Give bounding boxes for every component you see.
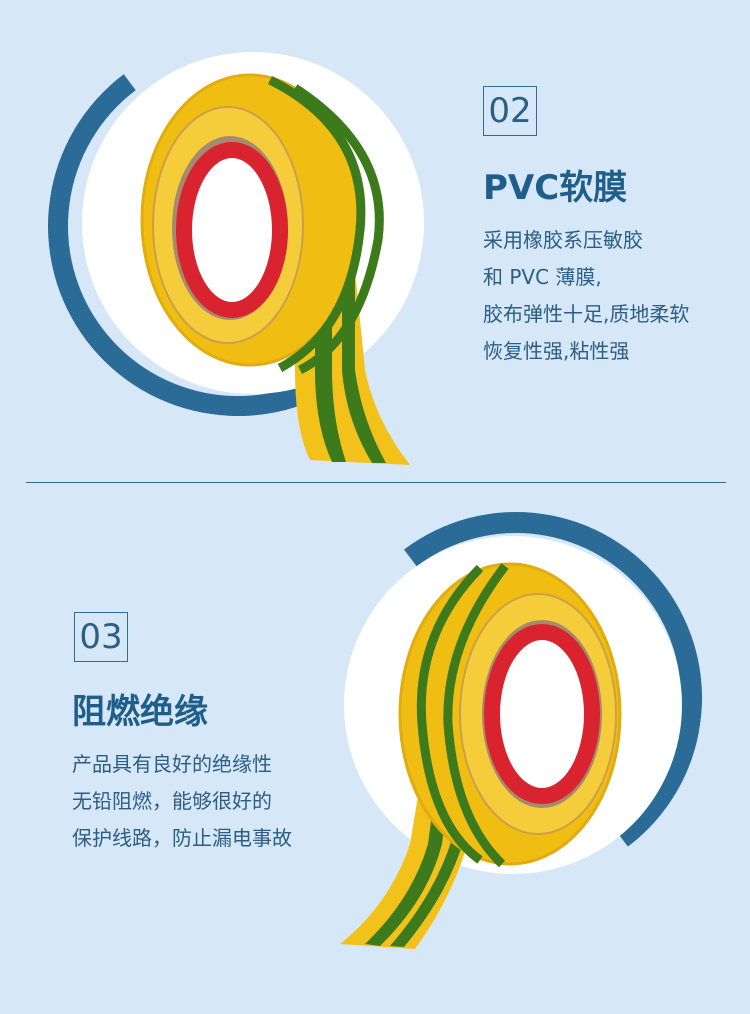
section-divider — [26, 482, 726, 483]
section-number: 03 — [79, 617, 123, 657]
description-line: 恢复性强,粘性强 — [483, 339, 630, 363]
description-line: 产品具有良好的绝缘性 — [72, 752, 272, 776]
section-description: 产品具有良好的绝缘性 无铅阻燃，能够很好的 保护线路，防止漏电事故 — [72, 746, 292, 857]
section-description: 采用橡胶系压敏胶 和 PVC 薄膜, 胶布弹性十足,质地柔软 恢复性强,粘性强 — [483, 222, 689, 370]
description-line: 无铅阻燃，能够很好的 — [72, 789, 272, 813]
feature-section-pvc-film: 02 PVC软膜 采用橡胶系压敏胶 和 PVC 薄膜, 胶布弹性十足,质地柔软 … — [0, 0, 750, 484]
section-title: 阻燃绝缘 — [72, 692, 208, 732]
section-number-box: 02 — [483, 86, 537, 136]
description-line: 胶布弹性十足,质地柔软 — [483, 302, 690, 326]
description-line: 采用橡胶系压敏胶 — [483, 228, 643, 252]
tape-roll-image — [140, 73, 410, 465]
tape-roll-image — [340, 562, 622, 949]
feature-section-flame-retardant: 03 阻燃绝缘 产品具有良好的绝缘性 无铅阻燃，能够很好的 保护线路，防止漏电事… — [0, 484, 750, 1014]
description-line: 和 PVC 薄膜, — [483, 265, 602, 289]
section-number: 02 — [488, 91, 532, 131]
description-line: 保护线路，防止漏电事故 — [72, 826, 292, 850]
section-title: PVC软膜 — [483, 168, 628, 208]
section-number-box: 03 — [74, 612, 128, 662]
